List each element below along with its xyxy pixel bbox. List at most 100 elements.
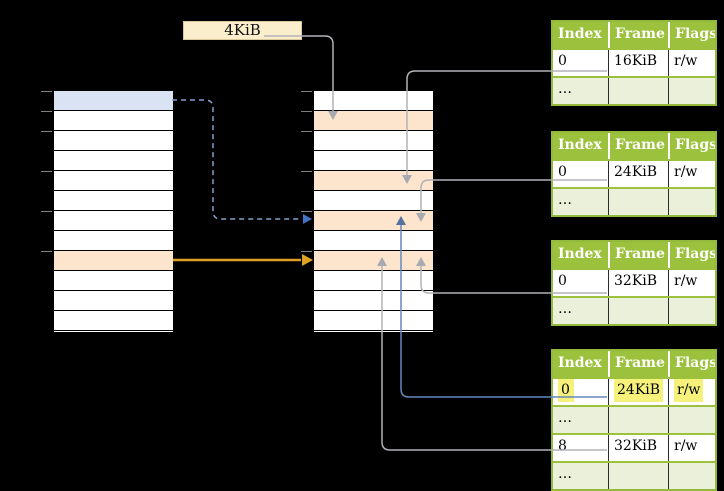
virtual-pages-column-row-3	[54, 151, 173, 171]
physical-frames-column-row-8	[314, 251, 433, 271]
virtual-pages-column-row-7	[54, 231, 173, 251]
page-table-1-row-1: …	[553, 76, 715, 104]
page-table-1-header-index: Index	[558, 26, 602, 42]
page-table-4-row-1-cell-1	[608, 407, 668, 433]
page-table-3-header-frame: Frame	[608, 242, 668, 268]
page-table-4-row-2-cell-2: r/w	[668, 435, 715, 461]
page-table-3-row-1-cell-1	[608, 298, 668, 324]
virtual-pages-column-tick	[41, 251, 52, 252]
connector-page8-to-frame9-orange-arrowhead	[302, 254, 313, 266]
physical-frames-column-row-11	[314, 311, 433, 331]
virtual-pages-column-row-8	[54, 251, 173, 271]
virtual-pages-column-tick	[41, 111, 52, 112]
virtual-pages-column-tick	[41, 171, 52, 172]
page-table-2-header-frame: Frame	[608, 133, 668, 159]
physical-frames-column-tick	[301, 171, 312, 172]
physical-frames-column	[301, 90, 434, 333]
physical-frames-column-row-4	[314, 171, 433, 191]
virtual-pages-column-tick	[41, 91, 52, 92]
highlighted-value: 24KiB	[614, 379, 664, 402]
physical-frames-column-row-7	[314, 231, 433, 251]
page-table-4-row-1-cell-2	[668, 407, 715, 433]
page-table-2-header-index: Index	[558, 137, 602, 153]
virtual-pages-column-row-9	[54, 271, 173, 291]
page-table-4-row-3-cell-2	[668, 463, 715, 489]
page-table-1-row-0-cell-1: 16KiB	[608, 50, 668, 76]
page-table-3-row-0-cell-1: 32KiB	[608, 270, 668, 296]
page-table-1-header-flags: Flags	[668, 22, 715, 48]
page-size-label: 4KiB	[183, 21, 302, 40]
page-table-4-row-1-cell-0: …	[558, 410, 572, 426]
page-table-2-row-0-cell-2: r/w	[668, 161, 715, 187]
page-table-3-header-flags: Flags	[668, 242, 715, 268]
virtual-pages-column-row-1	[54, 111, 173, 131]
page-table-2-row-1-cell-1	[608, 189, 668, 215]
page-table-4-header-index: Index	[558, 355, 602, 371]
page-table-3-row-0-cell-0: 0	[558, 273, 567, 289]
highlighted-value: 0	[558, 379, 574, 402]
page-table-4-row-3-cell-1	[608, 463, 668, 489]
page-table-1-row-1-cell-2	[668, 78, 715, 104]
connector-page0-to-frame7-dashed-arrowhead	[303, 214, 312, 224]
physical-frames-column-row-3	[314, 151, 433, 171]
physical-frames-column-tick	[301, 91, 312, 92]
page-table-4-row-0-cell-0: 0	[553, 379, 608, 405]
physical-frames-column-tick	[301, 131, 312, 132]
page-table-4-header-flags: Flags	[668, 351, 715, 377]
physical-frames-column-tick	[301, 251, 312, 252]
page-table-4-row-3-cell-0: …	[558, 466, 572, 482]
virtual-pages-column-row-0	[54, 91, 173, 111]
page-size-label-text: 4KiB	[224, 21, 261, 39]
page-table-4-row-3: …	[553, 461, 715, 489]
virtual-pages-column-row-6	[54, 211, 173, 231]
page-table-3-header-index: Index	[558, 246, 602, 262]
page-table-4-row-0: 0 24KiB r/w	[553, 377, 715, 405]
virtual-pages-column-row-5	[54, 191, 173, 211]
physical-frames-column-row-1	[314, 111, 433, 131]
page-table-3-row-1: …	[553, 296, 715, 324]
page-table-1-header-frame: Frame	[608, 22, 668, 48]
physical-frames-column-tick	[301, 111, 312, 112]
physical-frames-column-row-5	[314, 191, 433, 211]
virtual-pages-column-tick	[41, 131, 52, 132]
page-table-4-row-0-cell-1: 24KiB	[608, 379, 668, 405]
virtual-pages-column	[41, 90, 174, 333]
page-table-4-row-1: …	[553, 405, 715, 433]
page-table-3-row-1-cell-0: …	[558, 301, 572, 317]
page-table-1-row-0-cell-2: r/w	[668, 50, 715, 76]
virtual-pages-column-tick	[41, 211, 52, 212]
physical-frames-column-row-0	[314, 91, 433, 111]
virtual-pages-column-row-2	[54, 131, 173, 151]
physical-frames-column-row-6	[314, 211, 433, 231]
page-table-1-row-0-cell-0: 0	[558, 53, 567, 69]
page-table-4-header-frame: Frame	[608, 351, 668, 377]
page-table-2-row-1-cell-0: …	[558, 192, 572, 208]
page-table-3-row-1-cell-2	[668, 298, 715, 324]
highlighted-value: r/w	[674, 379, 704, 402]
connector-page0-to-frame7-dashed	[172, 99, 300, 220]
physical-frames-column-row-9	[314, 271, 433, 291]
physical-frames-column-tick	[301, 211, 312, 212]
page-table-2-header-flags: Flags	[668, 133, 715, 159]
page-table-2-row-0-cell-0: 0	[558, 164, 567, 180]
page-table-2-row-1: …	[553, 187, 715, 215]
page-table-2-row-0-cell-1: 24KiB	[608, 161, 668, 187]
page-table-1-row-1-cell-1	[608, 78, 668, 104]
page-table-3-row-0-cell-2: r/w	[668, 270, 715, 296]
virtual-pages-column-row-11	[54, 311, 173, 331]
page-table-4-row-2-cell-0: 8	[558, 438, 567, 454]
page-table-1-row-1-cell-0: …	[558, 81, 572, 97]
